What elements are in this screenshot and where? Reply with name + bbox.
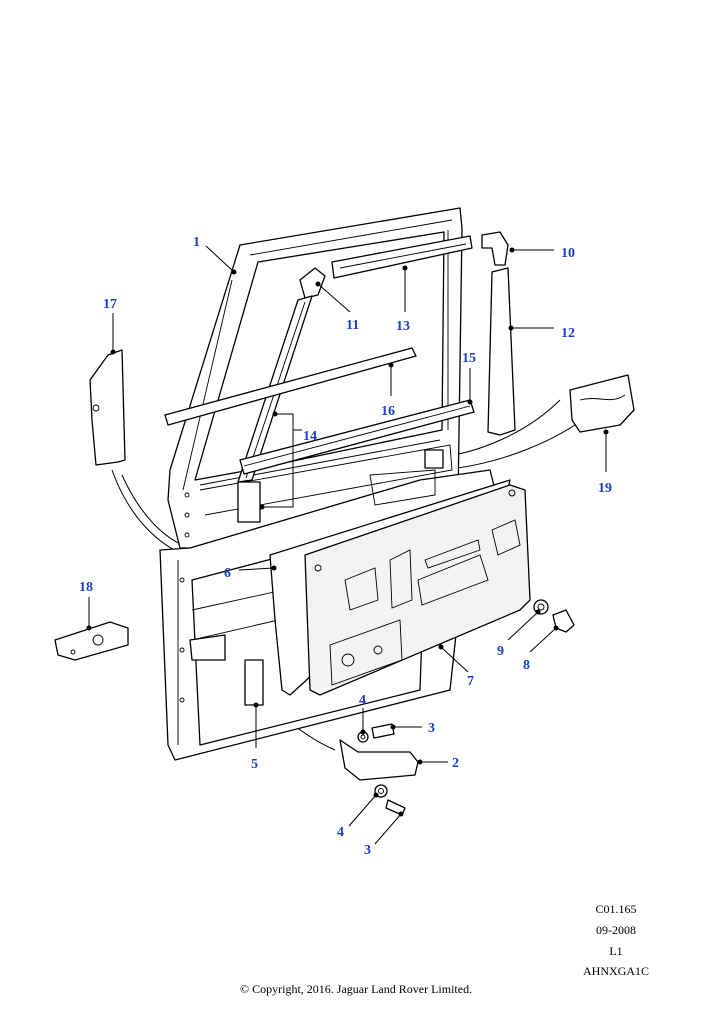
callout-19: 19: [598, 481, 612, 496]
front-corner-seal: [299, 267, 326, 299]
copyright-notice: © Copyright, 2016. Jaguar Land Rover Lim…: [240, 982, 473, 996]
diagram-level: L1: [609, 944, 623, 958]
callout-12: 12: [561, 326, 575, 341]
callout-1: 1: [193, 235, 200, 250]
callout-11: 11: [346, 318, 359, 333]
door-hinge: [189, 634, 226, 661]
callout-3-lower: 3: [364, 843, 371, 858]
callout-10: 10: [561, 246, 575, 261]
rear-channel: [487, 267, 516, 436]
callout-6: 6: [224, 566, 231, 581]
leader-lines: [86, 245, 609, 845]
callout-4-lower: 4: [337, 825, 344, 840]
callout-13: 13: [396, 319, 410, 334]
outer-waist-strip: [239, 399, 475, 475]
callout-14: 14: [303, 429, 317, 444]
callout-7: 7: [467, 674, 474, 689]
lock-mechanism: [54, 621, 129, 661]
callout-4-upper: 4: [359, 693, 366, 708]
callout-3-upper: 3: [428, 721, 435, 736]
upper-glass-channel: [331, 235, 473, 279]
door-trim-panel: [304, 484, 531, 696]
check-strap-bracket: [89, 349, 126, 466]
callout-17: 17: [103, 297, 117, 312]
callout-2: 2: [452, 756, 459, 771]
hinge-bracket: [339, 739, 419, 781]
corner-seal: [481, 231, 509, 266]
channel-foot: [237, 481, 261, 523]
callout-16: 16: [381, 404, 395, 419]
callout-9: 9: [497, 644, 504, 659]
callout-5: 5: [251, 757, 258, 772]
callout-8: 8: [523, 658, 530, 673]
diagram-reference: AHNXGA1C: [583, 964, 649, 978]
callout-18: 18: [79, 580, 93, 595]
callout-15: 15: [462, 351, 476, 366]
diagram-code: C01.165: [595, 902, 637, 916]
anti-rattle-pad: [569, 374, 635, 433]
inner-weatherstrip: [164, 347, 417, 426]
bolt-upper: [371, 723, 395, 739]
diagram-date: 09-2008: [596, 923, 636, 937]
